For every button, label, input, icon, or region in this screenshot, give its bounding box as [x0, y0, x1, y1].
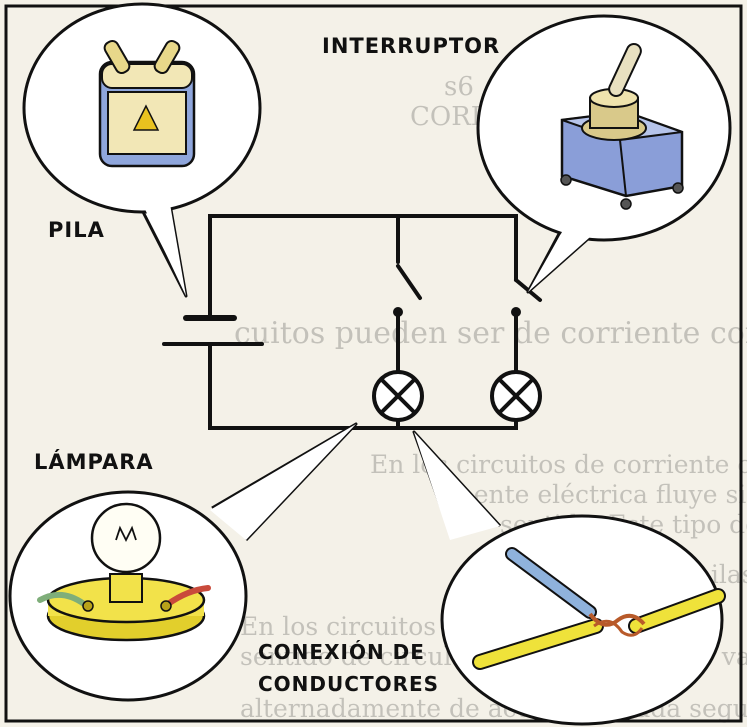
lamp-bulb-icon — [37, 502, 211, 642]
switch1-blade — [396, 264, 422, 300]
conexion-label-line1: CONEXIÓN DE — [258, 640, 425, 664]
page-frame — [4, 4, 743, 723]
battery-icon — [98, 39, 196, 168]
lampara-label: LÁMPARA — [34, 450, 154, 474]
bg-text-line-3: mente eléctrica fluye siempre en el mism… — [450, 480, 747, 509]
toggle-switch-icon — [560, 42, 684, 210]
lamp-callout-bubble — [8, 422, 358, 702]
conexion-label-line2: CONDUCTORES — [258, 672, 440, 696]
bottom-wire — [208, 342, 518, 430]
switches — [393, 250, 542, 317]
bg-text-line-1: cuitos pueden ser de corriente continua … — [234, 316, 747, 351]
interruptor-label: INTERRUPTOR — [322, 34, 501, 58]
lamp-symbol-2 — [490, 370, 542, 422]
top-wire — [208, 214, 518, 320]
switch1-contact — [393, 307, 403, 317]
lamp-symbol-1 — [372, 370, 424, 422]
circuit-wires — [208, 214, 518, 430]
battery-symbol — [162, 315, 264, 346]
wire-splice-icon — [472, 547, 726, 670]
switch2-contact — [511, 307, 521, 317]
pila-label: PILA — [48, 218, 105, 242]
conductor-callout-bubble — [412, 430, 724, 726]
